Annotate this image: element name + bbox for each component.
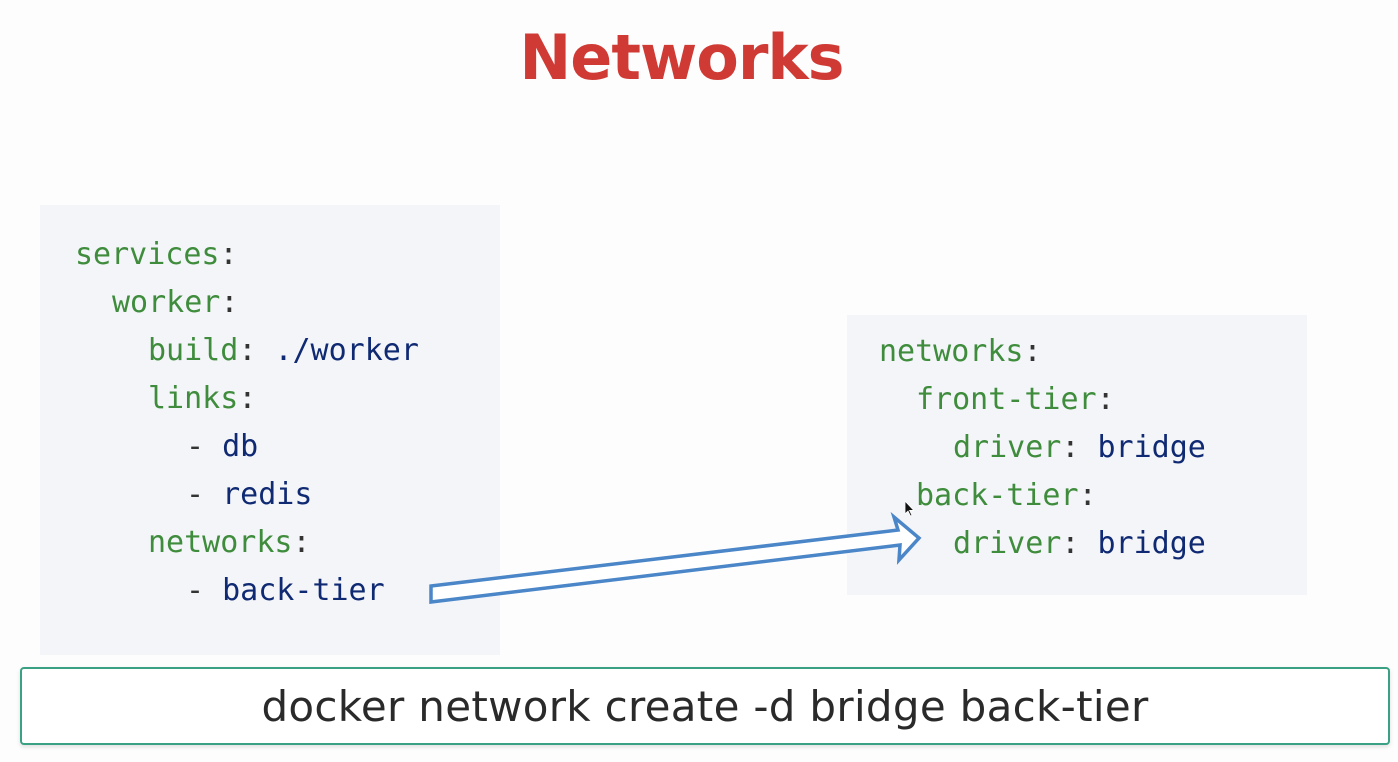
code-line-networks-root: networks: [879, 334, 1042, 370]
code-line-link-redis: - redis [186, 477, 312, 513]
colon: : [1096, 382, 1115, 417]
compose-services-code-block: services: worker: build: ./worker links:… [40, 205, 500, 655]
code-line-front-driver: driver: bridge [953, 430, 1206, 466]
yaml-list-item-redis: redis [222, 477, 313, 512]
colon: : [238, 333, 257, 368]
yaml-key-networks: networks [879, 334, 1024, 369]
colon: : [238, 381, 257, 416]
yaml-value-bridge: bridge [1097, 430, 1206, 465]
code-line-links: links: [148, 381, 256, 417]
list-dash: - [186, 573, 205, 608]
yaml-key-back-tier: back-tier [916, 478, 1079, 513]
colon: : [1023, 334, 1042, 369]
yaml-key-worker: worker [112, 285, 221, 320]
colon: : [1061, 430, 1080, 465]
yaml-key-links: links [148, 381, 239, 416]
code-line-link-db: - db [186, 429, 258, 465]
code-line-build: build: ./worker [148, 333, 419, 369]
yaml-value-bridge: bridge [1097, 526, 1206, 561]
command-text: docker network create -d bridge back-tie… [261, 682, 1149, 731]
yaml-key-services: services [75, 237, 220, 272]
yaml-key-build: build [148, 333, 239, 368]
yaml-value-build: ./worker [274, 333, 419, 368]
list-dash: - [186, 429, 205, 464]
colon: : [292, 525, 311, 560]
command-bar: docker network create -d bridge back-tie… [20, 667, 1390, 745]
yaml-key-front-tier: front-tier [916, 382, 1097, 417]
slide-title: Networks [519, 21, 844, 94]
code-line-networks: networks: [148, 525, 311, 561]
mouse-cursor-icon [905, 501, 915, 517]
yaml-list-item-db: db [222, 429, 259, 464]
yaml-key-networks: networks [148, 525, 293, 560]
colon: : [1061, 526, 1080, 561]
list-dash: - [186, 477, 205, 512]
yaml-key-driver: driver [953, 526, 1062, 561]
code-line-network-back-tier: - back-tier [186, 573, 385, 609]
code-line-front-tier: front-tier: [916, 382, 1115, 418]
code-line-back-driver: driver: bridge [953, 526, 1206, 562]
code-line-services: services: [75, 237, 238, 273]
code-line-worker: worker: [112, 285, 238, 321]
colon: : [219, 237, 238, 272]
colon: : [1078, 478, 1097, 513]
yaml-list-item-back-tier: back-tier [222, 573, 385, 608]
arrow-shape [429, 511, 922, 604]
colon: : [220, 285, 239, 320]
yaml-key-driver: driver [953, 430, 1062, 465]
code-line-back-tier: back-tier: [916, 478, 1097, 514]
networks-definition-code-block: networks: front-tier: driver: bridge bac… [847, 315, 1307, 595]
